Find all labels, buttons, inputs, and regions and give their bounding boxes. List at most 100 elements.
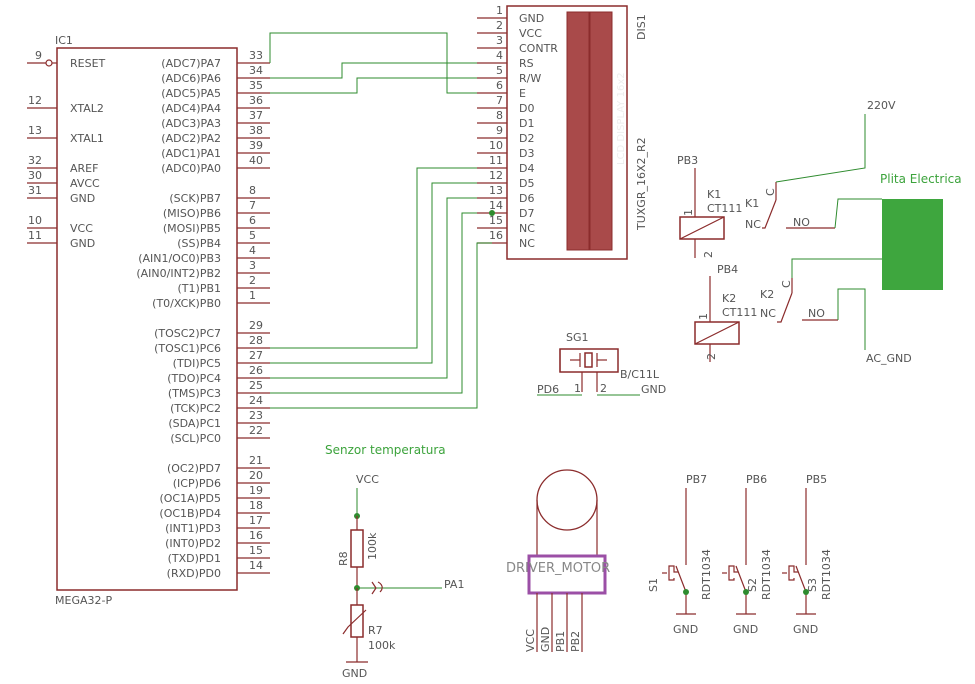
ic1-right-pin-label: (ADC2)PA2 — [161, 132, 221, 145]
ic1-right-pin-label: (MISO)PB6 — [163, 207, 221, 220]
sg1-pin2: 2 — [600, 382, 607, 395]
sg1-net2: GND — [641, 383, 666, 396]
switch-part: RDT1034 — [820, 549, 833, 600]
ic1-right-pin-label: (T1)PB1 — [178, 282, 221, 295]
k2-switch-blade — [777, 292, 793, 323]
k1-net-label: PB3 — [677, 154, 698, 167]
ic1-right-pin-num: 3 — [249, 259, 256, 272]
lcd-pin-num: 11 — [489, 154, 503, 167]
ic1-right-pin-label: (MOSI)PB5 — [163, 222, 221, 235]
ic1-right-pin-label: (SDA)PC1 — [168, 417, 221, 430]
k2-pin1: 1 — [697, 313, 710, 320]
r8-body — [350, 529, 364, 568]
motor-driver[interactable]: DRIVER_MOTOR VCC GND PB1 PB2 — [506, 469, 610, 652]
ic1-right-pin-label: (RXD)PD0 — [167, 567, 221, 580]
relay-k1[interactable]: PB3 K1 CT111 1 2 K1 C NC NO — [677, 154, 835, 258]
wire-pc5-d5 — [270, 182, 477, 364]
switch-gnd-label: GND — [793, 623, 818, 636]
sg1-part: B/C11L — [620, 368, 660, 381]
ic1-right-pin-label: (SS)PB4 — [177, 237, 221, 250]
k1-coil-diag — [679, 216, 725, 240]
supply-label: 220V — [867, 99, 896, 112]
switch-net-label: PB7 — [686, 473, 707, 486]
switch-part: RDT1034 — [700, 549, 713, 600]
lcd-pin-num: 9 — [496, 124, 503, 137]
lcd-pin-num: 15 — [489, 214, 503, 227]
ic1-right-pin-label: (SCK)PB7 — [169, 192, 221, 205]
ic1-right-pin-label: (TXD)PD1 — [168, 552, 221, 565]
ic1-microcontroller[interactable]: IC1 MEGA32-P 9RESET12XTAL213XTAL132AREF3… — [27, 34, 270, 607]
lcd-pin-num: 6 — [496, 79, 503, 92]
switch-junction — [743, 589, 749, 595]
ic1-right-pin-label: (OC2)PD7 — [167, 462, 221, 475]
ic1-left-pin-label: AVCC — [70, 177, 100, 190]
switch-contact — [735, 565, 747, 593]
lcd-pin-label: D7 — [519, 207, 534, 220]
ic1-left-pin-label: GND — [70, 192, 95, 205]
lcd-pins: 1GND2VCC3CONTR4RS5R/W6E7D08D19D210D311D4… — [477, 4, 558, 250]
switch-actuator — [788, 565, 798, 581]
lcd-pin-label: R/W — [519, 72, 541, 85]
r7-body — [350, 604, 364, 638]
sg1-net1: PD6 — [537, 383, 559, 396]
wire-pc6-d4 — [270, 167, 477, 349]
ic1-right-pin-num: 18 — [249, 499, 263, 512]
k1-switch-ref: K1 — [745, 197, 759, 210]
lcd-pin-label: GND — [519, 12, 544, 25]
motor-net-gnd: GND — [539, 627, 552, 652]
ic1-left-pin-num: 10 — [28, 214, 42, 227]
ic1-right-pin-label: (INT1)PD3 — [165, 522, 221, 535]
k2-c-label: C — [780, 280, 793, 288]
ic1-left-pin-num: 13 — [28, 124, 42, 137]
relay-k2[interactable]: PB4 K2 CT111 1 2 K2 C NC NO — [694, 263, 838, 362]
lcd-ref: DIS1 — [635, 14, 648, 40]
switch-contact — [675, 565, 687, 593]
ic1-right-pin-label: (TOSC2)PC7 — [154, 327, 221, 340]
ic1-right-pin-num: 20 — [249, 469, 263, 482]
switch-junction — [803, 589, 809, 595]
r8-ref: R8 — [337, 551, 350, 566]
switch-actuator — [668, 565, 678, 581]
ic1-right-pin-num: 21 — [249, 454, 263, 467]
k2-coil-diag — [694, 321, 740, 345]
push-buttons[interactable]: PB7GNDRDT1034S1PB6GNDRDT1034S2PB5GNDRDT1… — [647, 473, 833, 636]
ic1-right-pins: 33(ADC7)PA734(ADC6)PA635(ADC5)PA536(ADC4… — [136, 49, 270, 580]
ic-lcd-wires — [269, 32, 495, 409]
motor-net-vcc: VCC — [524, 629, 537, 652]
ic1-right-pin-num: 39 — [249, 139, 263, 152]
switch-gnd-label: GND — [673, 623, 698, 636]
buzzer-sg1[interactable]: SG1 B/C11L 1 2 PD6 GND — [537, 331, 666, 396]
ic1-left-pin-label: RESET — [70, 57, 106, 70]
motor-net-pb2: PB2 — [569, 631, 582, 652]
ic1-right-pin-num: 26 — [249, 364, 263, 377]
ic1-right-pin-num: 33 — [249, 49, 263, 62]
ic1-left-pin-label: VCC — [70, 222, 93, 235]
ic1-right-pin-label: (ADC7)PA7 — [161, 57, 221, 70]
dis1-lcd[interactable]: LCD DISPLAY 16x2 DIS1 TUXGR_16X2_R2 1GND… — [477, 4, 648, 260]
lcd-pin-label: D2 — [519, 132, 534, 145]
ic1-left-pins: 9RESET12XTAL213XTAL132AREF30AVCC31GND10V… — [27, 49, 106, 250]
wire-pa6-rs — [270, 62, 477, 79]
k2-nc-label: NC — [760, 307, 776, 320]
load-plita — [882, 199, 943, 290]
ic1-left-pin-label: XTAL2 — [70, 102, 104, 115]
k1-c-label: C — [764, 188, 777, 196]
lcd-pin-label: RS — [519, 57, 534, 70]
ic1-right-pin-label: (ADC5)PA5 — [161, 87, 221, 100]
temperature-sensor[interactable]: Senzor temperatura VCC R8 100k PA1 R7 10… — [325, 443, 464, 680]
switch-gnd-label: GND — [733, 623, 758, 636]
ic1-right-pin-label: (INT0)PD2 — [165, 537, 221, 550]
lcd-pin-label: D6 — [519, 192, 534, 205]
ic1-right-pin-num: 8 — [249, 184, 256, 197]
lcd-pin-num: 10 — [489, 139, 503, 152]
lcd-pin-label: NC — [519, 222, 535, 235]
lcd-pin-num: 1 — [496, 4, 503, 17]
ic1-right-pin-num: 14 — [249, 559, 263, 572]
k1-nc-label: NC — [745, 218, 761, 231]
k1-switch-blade — [762, 199, 777, 229]
sensor-out-label: PA1 — [444, 578, 464, 591]
